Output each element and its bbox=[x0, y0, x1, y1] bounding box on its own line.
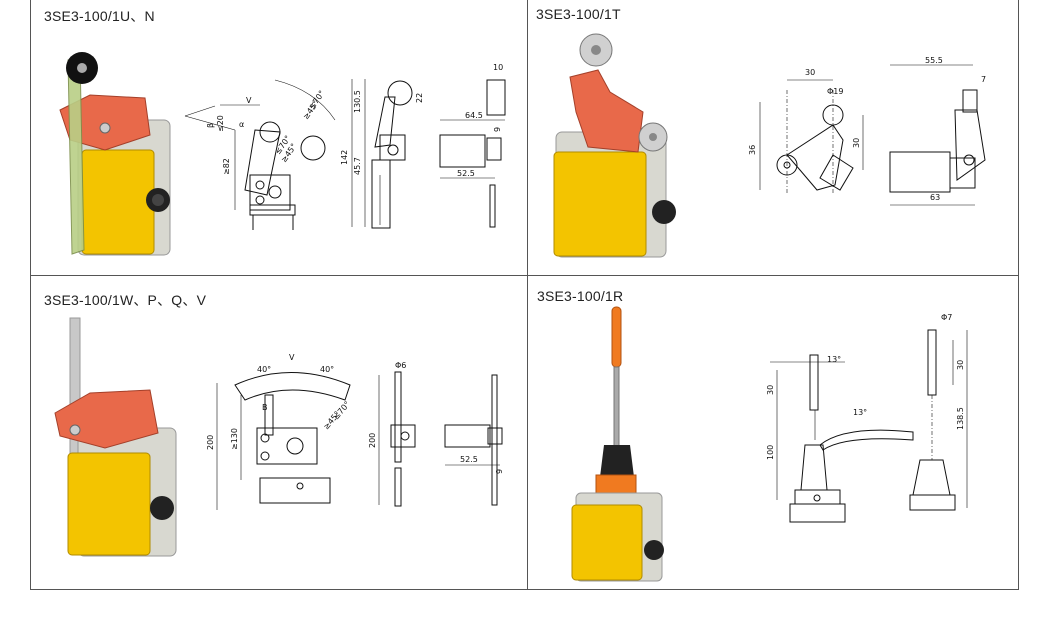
dim-label: 30 bbox=[956, 360, 965, 370]
dim-label: ≥45° bbox=[301, 99, 320, 121]
dim-label: ≥130 bbox=[230, 428, 239, 450]
dim-label: 130.5 bbox=[353, 90, 362, 113]
switch-photo-1t bbox=[553, 33, 676, 258]
grid-divider-horizontal bbox=[30, 275, 1019, 276]
diagram-1t-front: 30 Φ19 36 30 bbox=[748, 68, 864, 195]
dim-label: 40° bbox=[257, 365, 271, 374]
cell-title-1u-n: 3SE3-100/1U、N bbox=[44, 8, 155, 24]
dim-label: 9 bbox=[493, 127, 502, 132]
cell-title-1t: 3SE3-100/1T bbox=[536, 6, 621, 22]
dim-label: β bbox=[206, 123, 215, 128]
dim-label: α bbox=[239, 120, 244, 129]
dim-label: 63 bbox=[930, 193, 940, 202]
switch-photo-1r bbox=[571, 306, 664, 582]
dim-label: Φ6 bbox=[395, 361, 406, 370]
switch-photo-1u-n bbox=[59, 52, 171, 256]
dim-label: V bbox=[289, 353, 295, 362]
diagram-1u-n-top: 10 64.5 9 52.5 bbox=[439, 63, 506, 228]
grid-divider-vertical bbox=[527, 0, 528, 590]
diagram-1u-n-side: 130.5 45.7 142 22 bbox=[340, 79, 424, 229]
dim-label: 100 bbox=[766, 445, 775, 460]
dim-label: 52.5 bbox=[460, 455, 478, 464]
dim-label: ≤20 bbox=[216, 115, 225, 132]
product-grid bbox=[30, 0, 1019, 590]
dim-label: 138.5 bbox=[956, 407, 965, 430]
dim-label: 9 bbox=[495, 469, 504, 474]
dim-label: 45.7 bbox=[353, 157, 362, 175]
dim-label: 30 bbox=[805, 68, 815, 77]
dim-label: 30 bbox=[766, 385, 775, 395]
dim-label: 36 bbox=[748, 145, 757, 155]
diagram-1r-front: 13° 30 13° 100 bbox=[766, 354, 914, 523]
dim-label: 200 bbox=[206, 435, 215, 450]
dim-label: 10 bbox=[493, 63, 503, 72]
dim-label: 13° bbox=[827, 355, 841, 364]
dim-label: V bbox=[246, 96, 252, 105]
switch-photo-1w bbox=[54, 317, 177, 557]
dim-label: ≥82 bbox=[222, 158, 231, 175]
dim-label: 13° bbox=[853, 408, 867, 417]
diagram-1w-front: 40° V 40° B ≤70° ≥45° 200 ≥130 bbox=[206, 353, 352, 510]
dim-label: 52.5 bbox=[457, 169, 475, 178]
cell-title-1w-p-q-v: 3SE3-100/1W、P、Q、V bbox=[44, 292, 207, 308]
dim-label: 40° bbox=[320, 365, 334, 374]
dim-label: 55.5 bbox=[925, 56, 943, 65]
diagram-1t-side: 55.5 7 63 bbox=[889, 56, 986, 206]
dim-label: 200 bbox=[368, 433, 377, 448]
dim-label: 7 bbox=[981, 75, 986, 84]
dim-label: 142 bbox=[340, 150, 349, 165]
cell-title-1r: 3SE3-100/1R bbox=[537, 288, 624, 304]
dim-label: 64.5 bbox=[465, 111, 483, 120]
dim-label: 22 bbox=[415, 93, 424, 103]
dim-label: 30 bbox=[852, 138, 861, 148]
diagram-1w-side: Φ6 200 bbox=[368, 361, 416, 507]
diagram-1w-top: 52.5 9 bbox=[444, 374, 504, 506]
dim-label: Φ19 bbox=[827, 87, 843, 96]
diagram-1r-side: Φ7 30 138.5 bbox=[909, 313, 968, 511]
dim-label: Φ7 bbox=[941, 313, 952, 322]
diagram-1u-n-front: V α ≤20 β ≤70° ≥45° ≤70° ≥45° ≥82 bbox=[184, 79, 336, 230]
